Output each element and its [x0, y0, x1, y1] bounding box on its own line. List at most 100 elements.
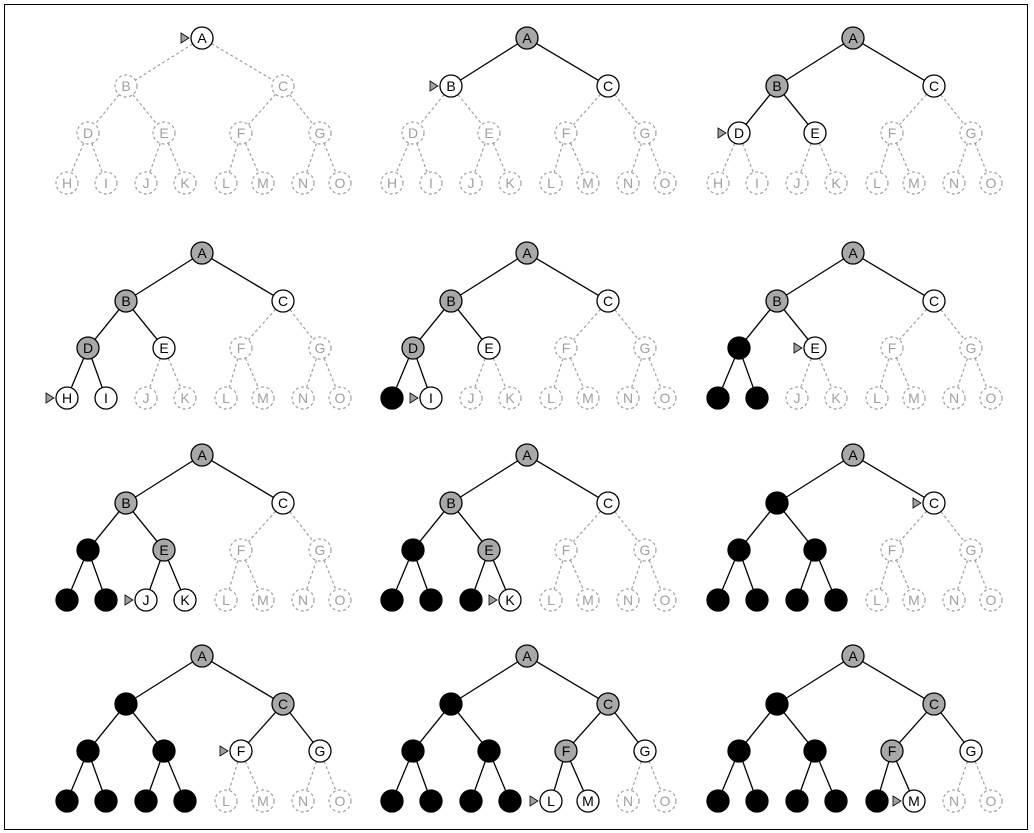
node-label: K [505, 175, 515, 191]
node-label: G [966, 542, 977, 558]
node-circle [942, 588, 966, 612]
node-label: L [222, 175, 230, 191]
node-A: A [190, 241, 214, 265]
node-circle [419, 588, 443, 612]
node-circle [653, 386, 677, 410]
node-label: B [446, 495, 455, 511]
edge-E-K [818, 559, 833, 591]
node-label: M [582, 390, 594, 406]
node-circle [576, 171, 600, 195]
node-circle [515, 644, 539, 668]
node-circle [55, 171, 79, 195]
node-E [803, 538, 827, 562]
edge-F-M [895, 142, 911, 174]
node-circle [633, 538, 657, 562]
edge-E-K [167, 559, 182, 591]
node-L: L [865, 386, 889, 410]
node-circle [308, 336, 332, 360]
node-circle [477, 538, 501, 562]
current-pointer-icon [912, 497, 922, 509]
node-circle [727, 336, 751, 360]
node-F: F [229, 336, 253, 360]
node-label: H [62, 390, 72, 406]
edge-A-B [134, 460, 194, 498]
edge-E-K [492, 357, 507, 389]
node-A: A [515, 26, 539, 50]
edge-A-C [536, 43, 599, 81]
node-circle [328, 386, 352, 410]
edge-C-G [614, 94, 639, 125]
node-label: G [315, 125, 326, 141]
node-label: L [873, 592, 881, 608]
node-circle [291, 171, 315, 195]
node-O: O [979, 789, 1003, 813]
edge-B-E [457, 94, 483, 125]
node-G: G [308, 336, 332, 360]
node-label: I [104, 390, 108, 406]
edge-D-I [416, 358, 428, 388]
node-label: C [278, 696, 288, 712]
node-label: O [986, 592, 997, 608]
edge-D-H [395, 357, 410, 389]
node-label: J [794, 175, 801, 191]
node-L: L [214, 171, 238, 195]
edge-C-G [614, 309, 639, 340]
node-circle [190, 241, 214, 265]
node-J: J [459, 386, 483, 410]
edge-D-H [721, 357, 736, 389]
node-H [380, 789, 404, 813]
node-O: O [653, 789, 677, 813]
node-L [865, 789, 889, 813]
edge-A-B [785, 661, 845, 699]
node-label: A [848, 447, 858, 463]
node-J: J [459, 171, 483, 195]
node-L: L [539, 588, 563, 612]
edge-B-E [457, 309, 483, 340]
edge-F-M [895, 760, 911, 792]
node-circle [880, 336, 904, 360]
node-label: E [484, 125, 493, 141]
node-circle [803, 336, 827, 360]
edge-G-N [630, 358, 643, 388]
node-E: E [152, 538, 176, 562]
node-circle [380, 789, 404, 813]
edge-D-H [721, 559, 736, 591]
node-J: J [134, 386, 158, 410]
node-K: K [173, 386, 197, 410]
node-label: M [582, 793, 594, 809]
edge-F-L [228, 560, 239, 590]
node-O: O [328, 171, 352, 195]
edge-C-G [289, 94, 314, 125]
node-label: D [83, 125, 93, 141]
edge-E-J [474, 560, 486, 590]
node-N: N [942, 588, 966, 612]
node-label: G [966, 125, 977, 141]
node-circle [922, 289, 946, 313]
edge-A-C [862, 258, 925, 296]
node-circle [271, 692, 295, 716]
node-label: G [966, 340, 977, 356]
node-label: B [446, 293, 455, 309]
node-circle [942, 386, 966, 410]
node-label: O [335, 793, 346, 809]
edge-B-D [745, 94, 771, 125]
node-circle [824, 588, 848, 612]
node-label: N [949, 793, 959, 809]
node-O: O [328, 386, 352, 410]
node-label: A [197, 245, 207, 261]
edge-C-F [247, 93, 277, 126]
edge-C-F [898, 510, 928, 543]
node-circle [380, 171, 404, 195]
node-circle [616, 789, 640, 813]
node-D [727, 336, 751, 360]
node-M: M [576, 789, 600, 813]
node-M: M [576, 588, 600, 612]
node-label: F [888, 340, 897, 356]
node-D: D [76, 336, 100, 360]
node-label: O [660, 390, 671, 406]
node-label: N [949, 390, 959, 406]
node-circle [727, 121, 751, 145]
node-label: L [222, 592, 230, 608]
